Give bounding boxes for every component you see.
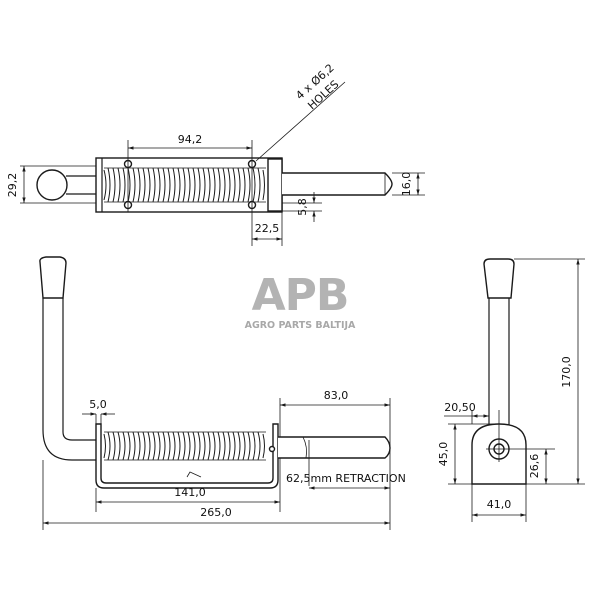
handle-knob-circle (36, 169, 68, 201)
dim-bracket-height: 45,0 (437, 442, 450, 467)
dim-body-height: 29,2 (6, 173, 19, 198)
latch-pin-side (278, 436, 391, 459)
side-view: 5,0 83,0 62,5mm RETRACTION 141,0 265,0 (39, 256, 406, 530)
cross-pin (268, 445, 276, 453)
end-view: 170,0 20,50 45,0 26,6 41,0 (437, 258, 585, 522)
watermark-company-name: AGRO PARTS BALTIJA (245, 320, 356, 331)
wedge-mark (186, 471, 202, 478)
holes-leader-line (255, 81, 346, 162)
watermark-logo-text: APB (252, 270, 349, 321)
dim-bracket-width: 41,0 (487, 498, 512, 511)
dim-end-block: 22,5 (255, 222, 280, 235)
handle-grip (39, 256, 67, 299)
dim-wall-thickness: 5,0 (89, 398, 107, 411)
handle-grip-end (483, 258, 515, 299)
top-view: 94,2 29,2 16,0 5,8 22,5 4 x Ø6,2 HOLES (6, 61, 425, 246)
dim-handle-offset: 20,50 (444, 401, 476, 414)
end-block (267, 158, 283, 212)
dim-hole-offset: 5,8 (296, 198, 309, 216)
dim-hole-spacing: 94,2 (178, 133, 203, 146)
watermark-logo: APB AGRO PARTS BALTIJA (245, 270, 356, 331)
dim-bracket-length: 141,0 (174, 486, 206, 499)
note-retraction: 62,5mm RETRACTION (286, 472, 406, 485)
dim-overall-length: 265,0 (200, 506, 232, 519)
dim-hole-height: 26,6 (528, 454, 541, 479)
handle-rod-outer (42, 298, 96, 461)
spring-coils-top (103, 167, 266, 203)
handle-rod-inner (62, 298, 96, 441)
dim-overall-height: 170,0 (560, 356, 573, 388)
u-bracket (95, 423, 279, 489)
dim-pin-diameter: 16,0 (400, 172, 413, 197)
latch-pin (282, 172, 393, 196)
spring-coils-side (103, 431, 266, 461)
dim-pin-protrusion: 83,0 (324, 389, 349, 402)
